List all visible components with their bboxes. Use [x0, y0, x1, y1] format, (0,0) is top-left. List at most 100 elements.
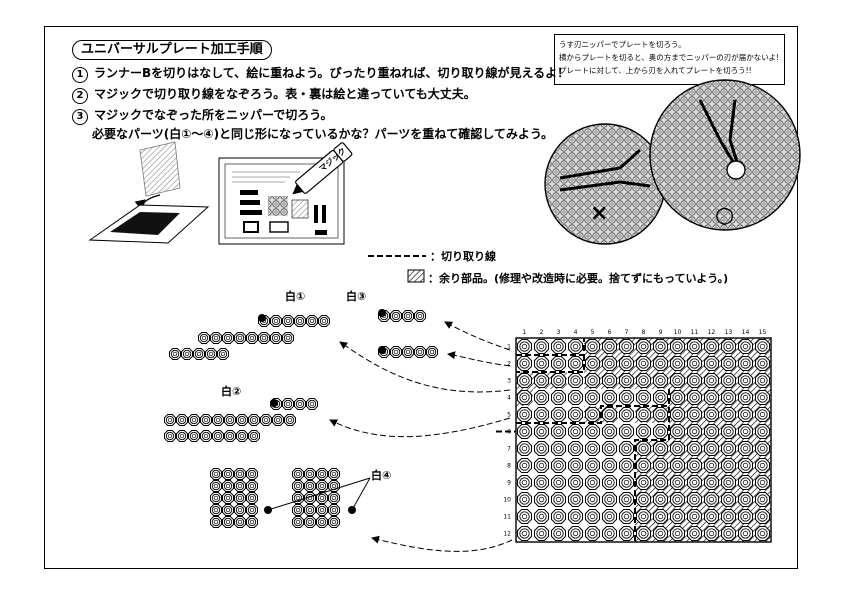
bead — [246, 468, 258, 480]
bead — [636, 458, 651, 473]
bead — [636, 492, 651, 507]
bead — [602, 373, 617, 388]
bead — [551, 339, 566, 354]
bead — [246, 332, 258, 344]
bead — [602, 356, 617, 371]
bead — [653, 390, 668, 405]
right-mark: ○ — [715, 203, 734, 228]
bead — [687, 373, 702, 388]
bead — [738, 475, 753, 490]
bead — [670, 475, 685, 490]
bead — [670, 509, 685, 524]
bead — [164, 430, 176, 442]
bead — [602, 339, 617, 354]
grid-col-label: 5 — [591, 329, 595, 336]
bead — [282, 398, 294, 410]
bead — [619, 475, 634, 490]
bead — [260, 414, 272, 426]
note-line: 横からプレートを切ると、奥の方までニッパーの刃が届かないよ!! — [559, 53, 780, 62]
bead — [176, 430, 188, 442]
bead — [704, 373, 719, 388]
bead — [585, 441, 600, 456]
bead — [517, 441, 532, 456]
part-label-1: 白① — [285, 290, 306, 303]
bead — [670, 407, 685, 422]
grid-col-label: 10 — [674, 329, 682, 336]
bead — [585, 475, 600, 490]
bead — [755, 526, 770, 541]
step-3-detail: 必要なパーツ(白①～④)と同じ形になっているかな？パーツを重ねて確認してみよう。 — [92, 126, 553, 142]
bead — [534, 339, 549, 354]
bead — [551, 458, 566, 473]
bead — [292, 504, 304, 516]
bead — [246, 492, 258, 504]
bead — [210, 504, 222, 516]
bead — [670, 390, 685, 405]
bead — [222, 480, 234, 492]
parts-layer — [164, 309, 438, 528]
bead — [534, 373, 549, 388]
bead — [687, 492, 702, 507]
bead — [704, 356, 719, 371]
bead — [636, 526, 651, 541]
bead — [687, 526, 702, 541]
bead — [585, 390, 600, 405]
bead — [687, 407, 702, 422]
bead — [246, 504, 258, 516]
bead — [236, 414, 248, 426]
spare-sample — [407, 269, 425, 283]
bead — [517, 407, 532, 422]
bead — [551, 390, 566, 405]
bead — [316, 492, 328, 504]
bead — [755, 441, 770, 456]
bead — [517, 509, 532, 524]
bead — [670, 492, 685, 507]
bead — [390, 310, 402, 322]
bead — [721, 424, 736, 439]
bead — [248, 430, 260, 442]
bead — [534, 407, 549, 422]
grid-row-label: 11 — [503, 514, 511, 521]
bead — [328, 516, 340, 528]
bead — [316, 468, 328, 480]
wrong-mark: × — [590, 201, 608, 226]
bead — [551, 526, 566, 541]
bead — [551, 373, 566, 388]
bead — [653, 492, 668, 507]
bead — [568, 424, 583, 439]
part-label-2: 白② — [221, 385, 242, 398]
grid-col-label: 13 — [725, 329, 733, 336]
bead — [738, 492, 753, 507]
bead — [670, 339, 685, 354]
bead — [653, 526, 668, 541]
grid-col-label: 9 — [659, 329, 663, 336]
bead — [517, 526, 532, 541]
bead — [755, 356, 770, 371]
bead — [517, 356, 532, 371]
bead — [169, 348, 181, 360]
bead — [534, 458, 549, 473]
bead — [704, 339, 719, 354]
bead — [755, 509, 770, 524]
grid-col-label: 1 — [523, 329, 527, 336]
bead — [687, 424, 702, 439]
bead — [602, 526, 617, 541]
bead — [188, 414, 200, 426]
bead — [755, 424, 770, 439]
bead — [755, 458, 770, 473]
legend-spare: ：余り部品。(修理や改造時に必要。捨てずにもっていよう。) — [428, 272, 729, 285]
bead — [721, 458, 736, 473]
bead — [687, 475, 702, 490]
bead — [721, 441, 736, 456]
bead — [619, 458, 634, 473]
grid-col-label: 4 — [574, 329, 578, 336]
bead — [704, 390, 719, 405]
bead — [721, 390, 736, 405]
bead — [704, 475, 719, 490]
bead — [670, 424, 685, 439]
grid-row-label: 1 — [507, 344, 511, 351]
bead — [653, 475, 668, 490]
bead — [636, 390, 651, 405]
bead — [181, 348, 193, 360]
